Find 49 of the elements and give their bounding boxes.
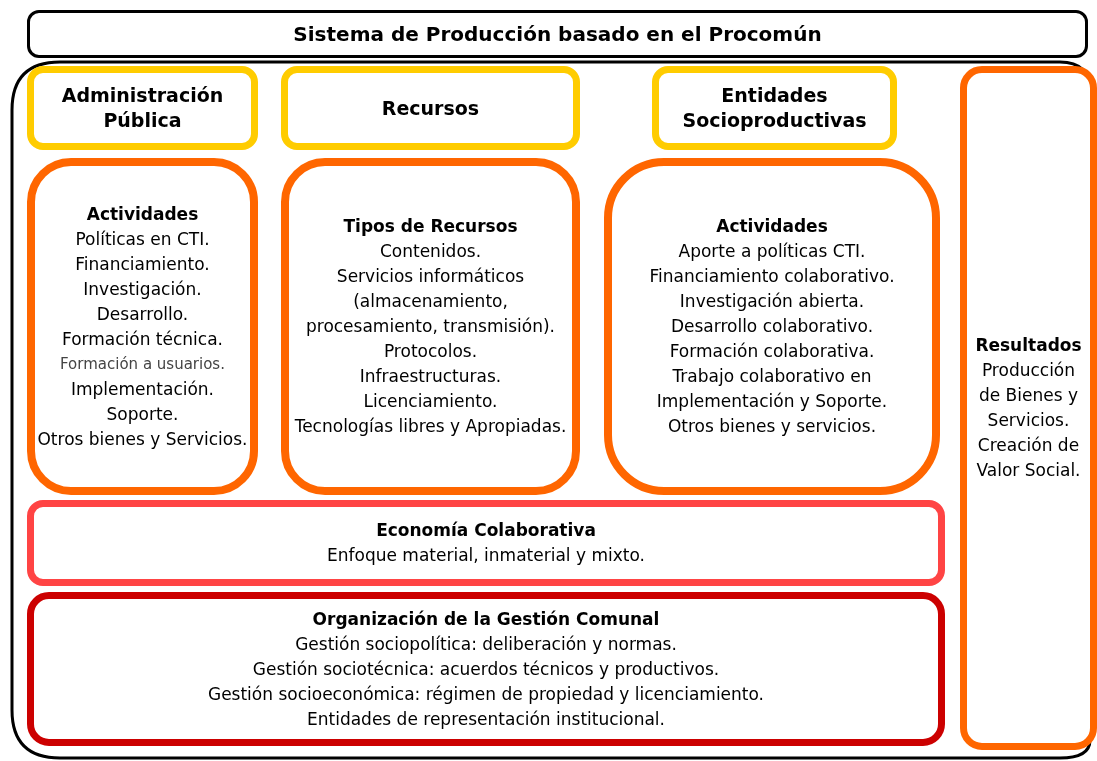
list-item: Tecnologías libres y Apropiadas. (294, 415, 567, 438)
box-heading: Entidades Socioproductivas (681, 83, 868, 133)
activity-box (604, 158, 940, 495)
list-item: Aporte a políticas CTI. (678, 240, 866, 263)
list-item: Creación de Valor Social. (975, 434, 1082, 482)
resource-box (281, 158, 580, 495)
list-item: Trabajo colaborativo en Implementación y Soporte. (655, 365, 889, 413)
section-heading: Tipos de Recursos (343, 215, 518, 238)
list-item: Implementación. (70, 377, 215, 401)
list-item: Protocolos. (383, 340, 478, 363)
category-box (652, 66, 897, 150)
management-box (27, 592, 945, 746)
list-item: Enfoque material, inmaterial y mixto. (327, 544, 645, 567)
title-box (27, 10, 1088, 58)
list-item: Producción de Bienes y Servicios. (977, 359, 1080, 432)
list-item: Formación a usuarios. (60, 353, 225, 375)
section-heading: Organización de la Gestión Comunal (312, 607, 660, 631)
list-item: Soporte. (106, 402, 179, 426)
list-item: Contenidos. (379, 240, 482, 263)
list-item: Gestión sociotécnica: acuerdos técnicos y productivos. (252, 657, 720, 681)
list-item: Entidades de representación institucional. (307, 707, 665, 731)
category-box (27, 66, 258, 150)
list-item: Formación técnica. (62, 327, 223, 351)
list-item: Otros bienes y servicios. (667, 415, 877, 438)
list-item: Licenciamiento. (363, 390, 498, 413)
category-box (281, 66, 580, 150)
box-heading: Recursos (381, 95, 480, 121)
list-item: Investigación. (83, 277, 202, 301)
section-heading: Economía Colaborativa (376, 519, 596, 542)
section-heading: Actividades (86, 202, 199, 226)
list-item: Servicios informáticos (almacenamiento, procesamiento, transmisión). (304, 265, 557, 338)
section-heading: Resultados (975, 334, 1082, 357)
list-item: Investigación abierta. (679, 290, 865, 313)
results-box (960, 66, 1097, 750)
list-item: Gestión socioeconómica: régimen de propiedad y licenciamiento. (207, 682, 764, 706)
list-item: Infraestructuras. (359, 365, 502, 388)
list-item: Financiamiento colaborativo. (649, 265, 895, 288)
list-item: Otros bienes y Servicios. (37, 427, 248, 451)
list-item: Políticas en CTI. (75, 227, 210, 251)
list-item: Desarrollo. (96, 302, 189, 326)
economy-box (27, 500, 945, 586)
list-item: Gestión sociopolítica: deliberación y normas. (295, 632, 677, 656)
box-heading: Administración Pública (60, 83, 225, 133)
activity-box (27, 158, 258, 495)
section-heading: Actividades (716, 215, 828, 238)
box-heading: Sistema de Producción basado en el Procomún (293, 21, 822, 47)
list-item: Formación colaborativa. (669, 340, 875, 363)
list-item: Financiamiento. (75, 252, 210, 276)
list-item: Desarrollo colaborativo. (670, 315, 874, 338)
